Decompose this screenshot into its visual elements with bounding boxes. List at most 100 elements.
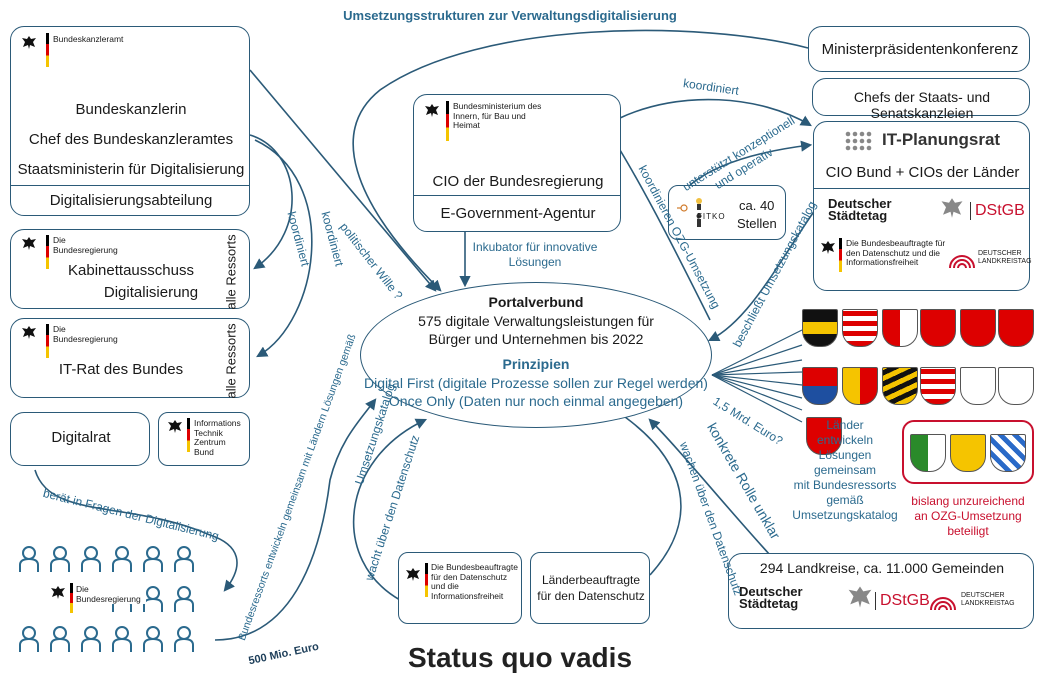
person-icon [81, 626, 101, 652]
staatsministerin-label: Staatsministerin für Digitalisierung [17, 161, 245, 178]
fan-lines [711, 329, 803, 423]
person-icon [174, 586, 194, 612]
itplanungsrat-members: CIO Bund + CIOs der Länder [825, 164, 1020, 181]
kabinettausschuss-label: Kabinettausschuss [68, 262, 194, 279]
person-icon [50, 546, 70, 572]
warn-1: bislang unzureichend [911, 494, 1025, 508]
principles-title: Prinzipien [502, 356, 570, 372]
itplanungsrat-box: IT-Planungsrat CIO Bund + CIOs der Lände… [813, 121, 1032, 291]
crest-mecklenburg [842, 367, 878, 405]
landkreistag-logo: DEUTSCHER LANDKREISTAG [961, 592, 1015, 607]
itrat-box: Die Bundesregierung IT-Rat des Bundes al… [10, 318, 250, 399]
laender-text-3: Lösungen [818, 448, 872, 462]
fitko-logo: FITKO [697, 212, 726, 221]
bundesregierung-logo: Die Bundesregierung [53, 324, 118, 344]
portalverbund-line2: Bürger und Unternehmen bis 2022 [428, 331, 644, 347]
flag-bar [46, 235, 49, 269]
arrow-unterstuetzt [689, 140, 813, 186]
digitalisierungsabteilung-label: Digitalisierungsabteilung [49, 192, 213, 209]
crest-hamburg [806, 417, 842, 455]
crest-rheinland-pfalz [920, 309, 956, 347]
itplanungsrat-icon [845, 131, 872, 151]
flag-bar [46, 33, 49, 67]
flag-bar [46, 324, 49, 358]
mpk-box: Ministerpräsidentenkonferenz [808, 26, 1030, 72]
person-icon [112, 546, 132, 572]
landkreistag-icon [930, 597, 956, 611]
eagle-icon [22, 237, 36, 250]
divider [11, 185, 249, 186]
digitalrat-box: Digitalrat [10, 412, 150, 466]
crest-baden-wuerttemberg [950, 434, 986, 472]
unzureichend-box [902, 420, 1034, 484]
laender-text-5: mit Bundesressorts [793, 478, 897, 492]
arrow-koordiniert-top [619, 98, 812, 127]
laender-crests [800, 305, 1036, 415]
arrow-beschliesst [707, 209, 816, 342]
portalverbund-ellipse [360, 282, 712, 428]
eagle-icon [22, 36, 36, 49]
bmi-box: Bundesministerium des Innern, für Bau un… [413, 94, 621, 232]
arrow-beraet [34, 469, 238, 592]
landkreistag-icon [949, 255, 975, 269]
bundesregierung-logo: Die Bundesregierung [53, 235, 118, 255]
laender-text-7: Umsetzungskatalog [792, 508, 898, 522]
arrow-bundesressorts [214, 398, 377, 641]
label-inkubator: Inkubator für innovative Lösungen [460, 240, 610, 270]
staedtetag-logo: Deutscher Städtetag [828, 196, 892, 223]
dstgb-logo: DStGB [970, 202, 1025, 220]
crest-brandenburg [960, 367, 996, 405]
person-icon [174, 626, 194, 652]
staedtetag-logo: Deutscher Städtetag [739, 584, 803, 611]
crest-sachsen-anhalt [802, 309, 838, 347]
bundesregierung-logo: Die Bundesregierung [76, 584, 146, 604]
portalverbund-line1: 575 digitale Verwaltungsleistungen für [418, 313, 654, 329]
fitko-count: ca. 40 [739, 198, 775, 213]
lbfd-box: Länderbeauftragte für den Datenschutz [530, 552, 650, 624]
bfdi-logo: Die Bundesbeauftragte für den Datenschut… [431, 562, 518, 601]
dstgb-logo: DStGB [875, 592, 930, 610]
bundeskanzleramt-logo: Bundeskanzleramt [53, 34, 124, 44]
principle-digital-first: Digital First (digitale Prozesse sollen … [364, 375, 708, 391]
itzbund-logo: Informations Technik Zentrum Bund [194, 418, 241, 457]
eagle-icon [406, 568, 420, 581]
eagle-icon [425, 104, 439, 117]
eagle-icon [22, 326, 36, 339]
flag-bar [446, 101, 449, 141]
arrow-koordiniert-b [254, 139, 313, 358]
fitko-box: FITKO ca. 40 Stellen [668, 185, 786, 240]
itrat-label: IT-Rat des Bundes [58, 361, 184, 378]
person-icon [19, 626, 39, 652]
laender-text-1: Länder [826, 418, 864, 432]
fitko-unit: Stellen [737, 216, 777, 231]
chef-label: Chef des Bundeskanzleramtes [28, 131, 234, 148]
laender-text-2: entwickeln [816, 433, 874, 447]
unzureichend-text: bislang unzureichend an OZG-Umsetzung be… [900, 494, 1036, 539]
bfdi-box: Die Bundesbeauftragte für den Datenschut… [398, 552, 522, 624]
crest-hessen [920, 367, 956, 405]
crest-sachsen [882, 367, 918, 405]
crest-berlin [998, 367, 1034, 405]
crest-niedersachsen [960, 309, 996, 347]
arrow-koordinieren-ozg [619, 149, 711, 321]
dstgb-eagle-icon [848, 586, 872, 608]
header-title: Umsetzungsstrukturen zur Verwaltungsdigi… [343, 8, 677, 23]
kommunen-box: 294 Landkreise, ca. 11.000 Gemeinden Deu… [728, 553, 1034, 629]
digitalisierung-label: Digitalisierung [103, 284, 199, 301]
portalverbund-title: Portalverbund [488, 294, 584, 310]
label-inkubator-2: Lösungen [508, 255, 562, 269]
principle-once-only: Once Only (Daten nur noch einmal angegeb… [388, 393, 684, 409]
person-icon [81, 546, 101, 572]
alle-ressorts-label: alle Ressorts [223, 323, 239, 399]
alle-ressorts-label: alle Ressorts [223, 234, 239, 310]
bundeskanzleramt-box: Bundeskanzleramt Bundeskanzlerin Chef de… [10, 26, 250, 216]
bundesregierung-people: Die Bundesregierung [18, 545, 218, 665]
crest-nrw [910, 434, 946, 472]
person-icon [19, 546, 39, 572]
lbfd-line2: für den Datenschutz [537, 589, 645, 603]
flag-bar [425, 563, 428, 597]
laender-text: Länder entwickeln Lösungen gemeinsam mit… [790, 418, 900, 523]
bfdi-logo: Die Bundesbeauftragte für den Datenschut… [846, 238, 946, 267]
arc-mpk [352, 29, 809, 292]
